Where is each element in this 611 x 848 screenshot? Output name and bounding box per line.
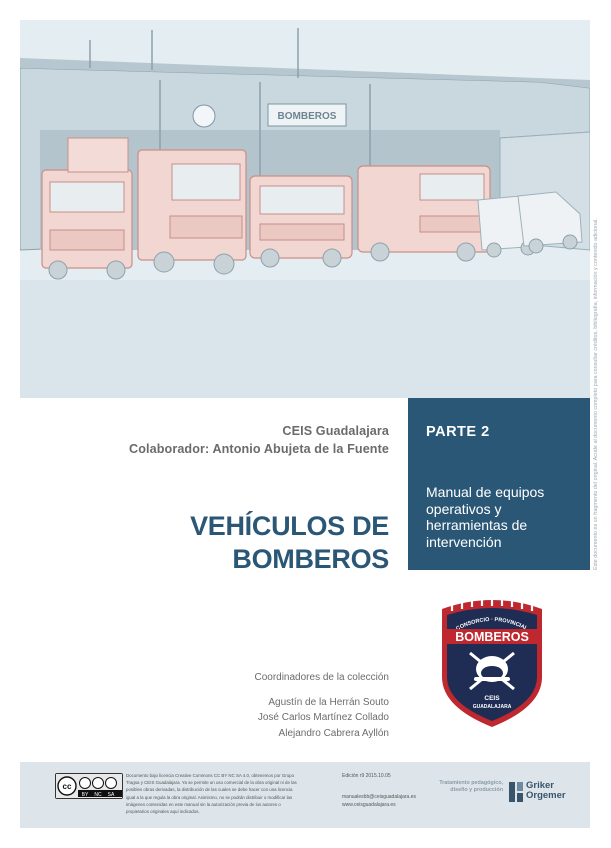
building-sign-text: BOMBEROS <box>278 111 337 122</box>
badge-ribbon <box>444 629 540 644</box>
coordinators-heading: Coordinadores de la colección <box>254 672 389 683</box>
building-roof <box>20 58 590 88</box>
part-description: Manual de equipos operativos y herramien… <box>426 484 545 550</box>
credits-block: CEIS Guadalajara Colaborador: Antonio Ab… <box>129 422 389 458</box>
creative-commons-icon: cc BY NC SA <box>55 773 123 799</box>
publisher-logo: Griker Orgemer <box>508 781 588 805</box>
ground <box>20 280 590 398</box>
coordinators-block: Coordinadores de la colección Agustín de… <box>254 670 389 741</box>
van-2 <box>517 191 583 254</box>
document-title: VEHÍCULOS DE BOMBEROS <box>190 510 389 576</box>
truck-1 <box>41 137 133 280</box>
svg-text:BY: BY <box>82 792 89 798</box>
badge-sub2: GUADALAJARA <box>473 704 512 710</box>
cover-illustration: BOMBEROS <box>20 20 590 398</box>
truck-2 <box>137 149 247 275</box>
coordinator-name: Agustín de la Herrán Souto <box>268 696 389 708</box>
title-line-2: BOMBEROS <box>232 544 389 574</box>
publisher-name: Griker Orgemer <box>526 780 566 801</box>
helmet-icon <box>469 651 515 691</box>
badge-sub1: CEIS <box>484 695 500 702</box>
coordinator-name: Alejandro Cabrera Ayllón <box>278 727 389 739</box>
collaborator-name: Colaborador: Antonio Abujeta de la Fuent… <box>129 442 389 456</box>
edition-info: Edición r9 2015.10.05 <box>342 773 391 779</box>
svg-text:NC: NC <box>94 792 102 798</box>
footer: cc BY NC SA Documento bajo licencia Crea… <box>20 762 590 828</box>
part-label: PARTE 2 <box>426 424 490 440</box>
publisher-mark-icon <box>509 782 523 802</box>
fire-station-drawing: BOMBEROS <box>20 28 590 398</box>
badge-stripes <box>450 597 534 611</box>
badge-name: BOMBEROS <box>455 630 529 644</box>
svg-text:cc: cc <box>63 782 72 791</box>
truck-3 <box>249 175 353 268</box>
coordinator-name: José Carlos Martínez Collado <box>257 712 389 723</box>
title-line-1: VEHÍCULOS DE <box>190 511 389 541</box>
org-name: CEIS Guadalajara <box>282 424 389 438</box>
bomberos-badge: CONSORCIO · PROVINCIAL BOMBEROS CEIS GUA… <box>442 597 542 727</box>
contact-email[interactable]: manualesbb@ceisguadalajara.es <box>342 794 417 800</box>
contact-website[interactable]: www.ceisguadalajara.es <box>342 802 396 808</box>
svg-text:SA: SA <box>108 792 115 798</box>
part-box: PARTE 2 Manual de equipos operativos y h… <box>408 398 590 570</box>
contact-info: manualesbb@ceisguadalajara.es www.ceisgu… <box>342 793 416 809</box>
treatment-credit: Tratamiento pedagógico, diseño y producc… <box>439 780 503 793</box>
truck-4 <box>357 165 491 262</box>
building-emblem <box>192 104 216 128</box>
building-sign <box>267 103 347 127</box>
side-note: Este documento es un fragmento del origi… <box>593 218 599 570</box>
license-text: Documento bajo licencia Creative Commons… <box>126 773 297 815</box>
